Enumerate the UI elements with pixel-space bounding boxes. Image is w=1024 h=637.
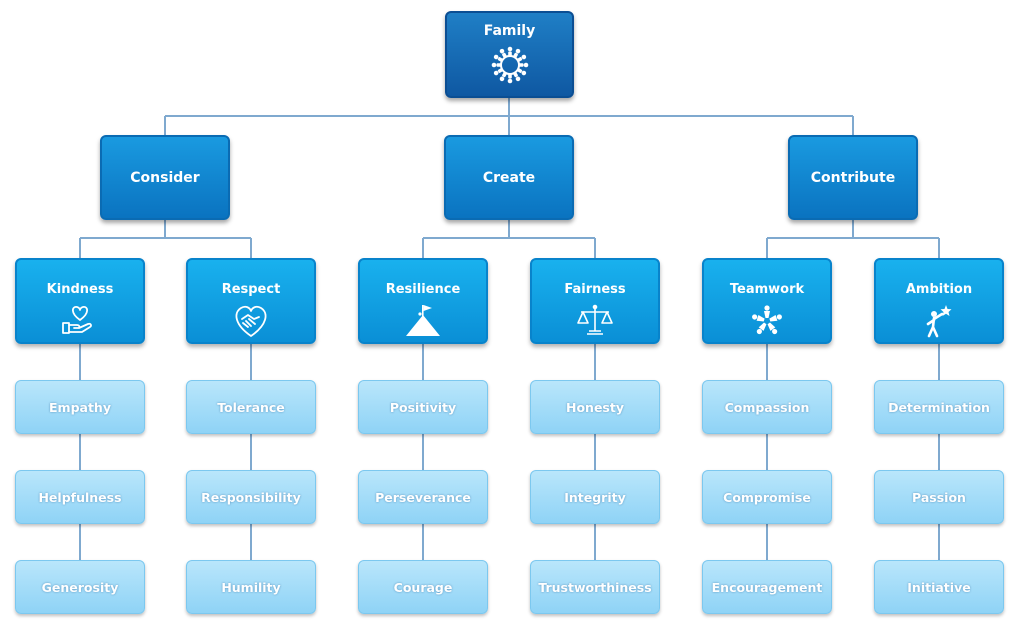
trait-empathy: Empathy — [15, 380, 145, 434]
trait-label: Encouragement — [711, 579, 823, 595]
trait-generosity: Generosity — [15, 560, 145, 614]
trait-label: Generosity — [41, 579, 119, 595]
trait-label: Perseverance — [375, 489, 471, 505]
value-fairness: Fairness — [530, 258, 660, 344]
value-label: Ambition — [905, 282, 973, 297]
team-circle-icon — [751, 305, 783, 336]
trait-label: Determination — [888, 399, 990, 415]
trait-trustworthiness: Trustworthiness — [530, 560, 660, 614]
trait-courage: Courage — [358, 560, 488, 614]
trait-tolerance: Tolerance — [186, 380, 316, 434]
trait-label: Compromise — [723, 489, 811, 505]
trait-positivity: Positivity — [358, 380, 488, 434]
reach-star-icon — [926, 305, 952, 338]
trait-label: Humility — [221, 579, 281, 595]
pillar-label: Create — [482, 169, 536, 186]
trait-humility: Humility — [186, 560, 316, 614]
trait-honesty: Honesty — [530, 380, 660, 434]
root-node: Family — [445, 11, 574, 98]
trait-helpfulness: Helpfulness — [15, 470, 145, 524]
trait-perseverance: Perseverance — [358, 470, 488, 524]
trait-label: Integrity — [564, 489, 626, 505]
trait-label: Initiative — [907, 579, 971, 595]
trait-label: Positivity — [389, 399, 457, 415]
trait-compassion: Compassion — [702, 380, 832, 434]
trait-passion: Passion — [874, 470, 1004, 524]
value-resilience: Resilience — [358, 258, 488, 344]
root-label: Family — [483, 23, 536, 39]
pillar-label: Consider — [130, 169, 200, 186]
trait-initiative: Initiative — [874, 560, 1004, 614]
trait-label: Passion — [912, 489, 966, 505]
people-circle-icon — [491, 46, 528, 84]
value-ambition: Ambition — [874, 258, 1004, 344]
trait-label: Honesty — [566, 399, 624, 415]
pillar-contribute: Contribute — [788, 135, 918, 220]
trait-label: Courage — [393, 579, 453, 595]
trait-label: Tolerance — [217, 399, 285, 415]
trait-label: Responsibility — [201, 489, 301, 505]
pillar-consider: Consider — [100, 135, 230, 220]
trait-label: Compassion — [724, 399, 810, 415]
value-label: Kindness — [46, 282, 114, 297]
pillar-create: Create — [444, 135, 574, 220]
trait-determination: Determination — [874, 380, 1004, 434]
trait-label: Trustworthiness — [538, 579, 652, 595]
scales-icon — [577, 304, 613, 335]
value-label: Teamwork — [729, 282, 805, 297]
value-label: Fairness — [564, 282, 626, 297]
trait-responsibility: Responsibility — [186, 470, 316, 524]
value-respect: Respect — [186, 258, 316, 344]
value-label: Respect — [221, 282, 281, 297]
trait-integrity: Integrity — [530, 470, 660, 524]
heart-hand-icon — [62, 306, 92, 334]
handshake-heart-icon — [235, 305, 267, 337]
pillar-label: Contribute — [810, 169, 896, 186]
value-teamwork: Teamwork — [702, 258, 832, 344]
trait-compromise: Compromise — [702, 470, 832, 524]
trait-encouragement: Encouragement — [702, 560, 832, 614]
value-kindness: Kindness — [15, 258, 145, 344]
value-label: Resilience — [385, 282, 461, 297]
mountain-flag-icon — [406, 305, 440, 336]
trait-label: Empathy — [49, 399, 111, 415]
trait-label: Helpfulness — [38, 489, 122, 505]
